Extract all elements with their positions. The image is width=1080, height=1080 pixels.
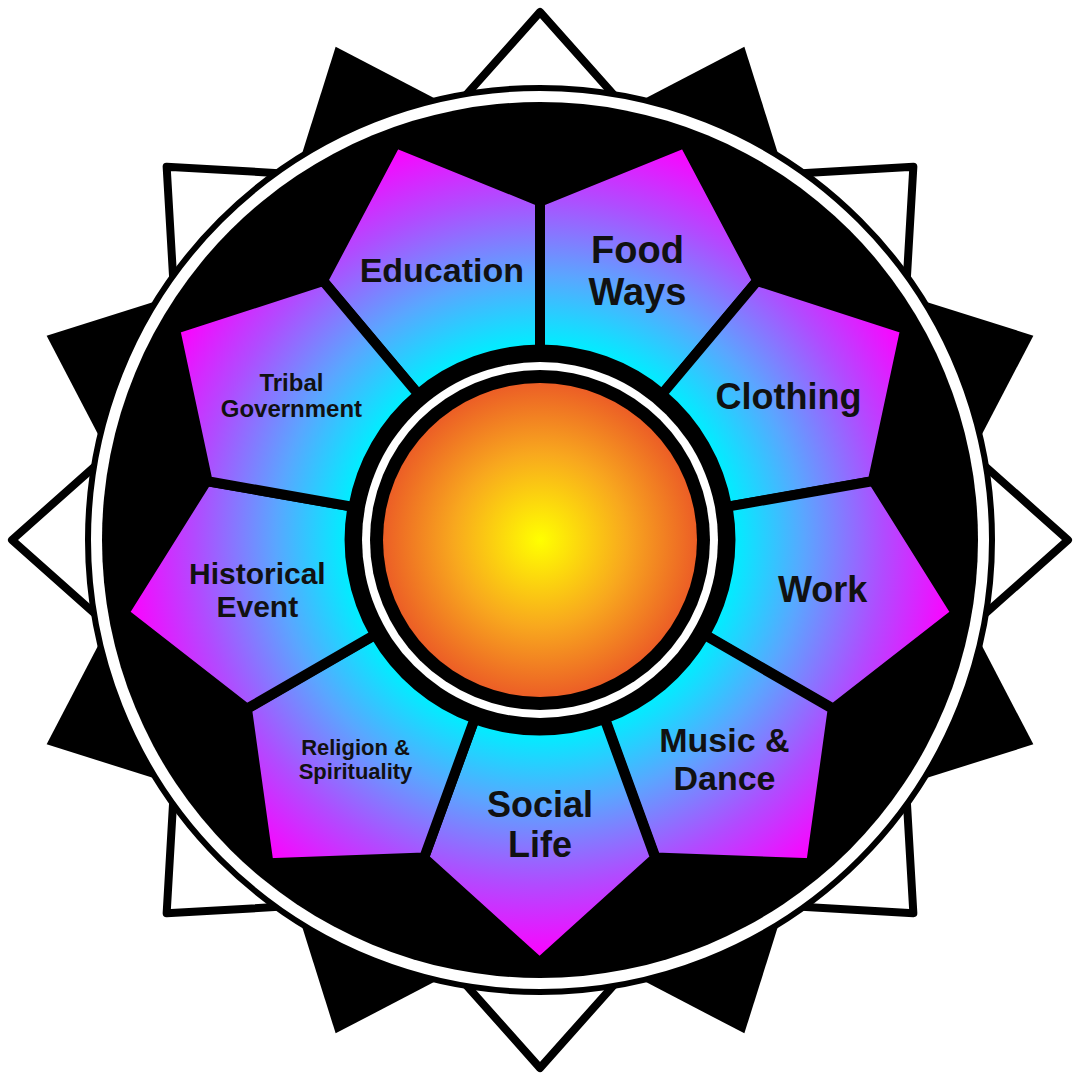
center-ring-inner	[370, 370, 710, 710]
label-stack: Religion & Spirituality	[281, 736, 431, 784]
label-stack: Education	[342, 252, 542, 289]
petal-outline	[662, 281, 905, 507]
petal-label: Social Life	[470, 785, 610, 864]
label-stack: Food Ways	[572, 230, 702, 314]
petal-label: Food Ways	[572, 230, 702, 314]
center-ring-white	[362, 362, 718, 718]
label-stack: Work	[748, 570, 898, 610]
petal-label: Work	[748, 570, 898, 610]
petal: Tribal Government	[167, 273, 426, 515]
label-stack: Tribal Government	[204, 370, 379, 423]
label-stack: Social Life	[470, 785, 610, 864]
petal-label: Clothing	[689, 377, 889, 417]
label-stack: Clothing	[689, 377, 889, 417]
petal-outline	[124, 481, 375, 709]
label-stack: Music & Dance	[639, 722, 809, 797]
label-stack: Historical Event	[170, 557, 345, 623]
petal-outline	[175, 281, 418, 507]
sun-center	[383, 383, 697, 697]
petal-label: Tribal Government	[204, 370, 379, 423]
petal-label: Religion & Spirituality	[281, 736, 431, 784]
center-ring-outer	[355, 355, 725, 725]
star-points	[12, 12, 1068, 1068]
petal-label: Education	[342, 252, 542, 289]
black-disc	[102, 102, 978, 978]
petal-label: Historical Event	[170, 557, 345, 623]
petal-label: Music & Dance	[639, 722, 809, 797]
outer-ring	[88, 88, 992, 992]
